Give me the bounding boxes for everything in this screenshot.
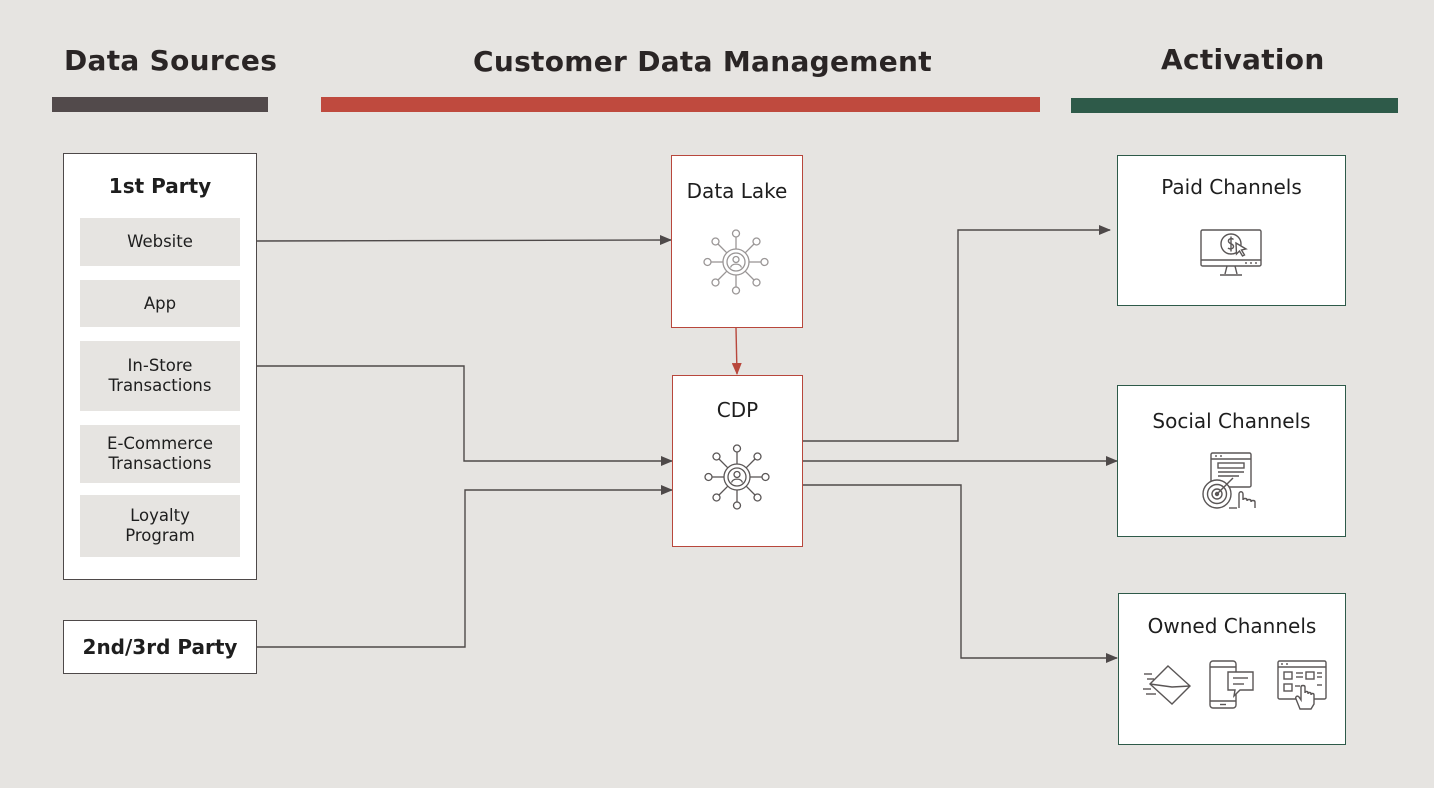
connector-cdp-to-paid [803,225,1111,442]
activation-bar [1071,98,1398,113]
mobile-chat-icon [1209,660,1254,709]
owned-channels-box: Owned Channels [1118,593,1346,745]
social-channels-box: Social Channels [1117,385,1346,537]
owned-channels-title: Owned Channels [1147,614,1317,638]
data-sources-bar [52,97,268,112]
management-bar [321,97,1040,112]
first-party-title: 1st Party [108,174,212,198]
source-item-ecommerce-transactions: E-Commerce Transactions [80,425,240,483]
heading-activation: Activation [1161,43,1325,76]
source-item-loyalty-program: Loyalty Program [80,495,240,557]
data-lake-box: Data Lake [671,155,803,328]
paid-channels-box: Paid Channels [1117,155,1346,306]
source-item-app: App [80,280,240,327]
target-touch-icon [1202,452,1256,509]
heading-customer-data-management: Customer Data Management [473,45,932,78]
other-party-title: 2nd/3rd Party [82,635,238,659]
heading-data-sources: Data Sources [64,44,278,77]
source-item-website: Website [80,218,240,266]
connector-data-lake-to-cdp [731,327,742,375]
network-user-icon [703,229,769,295]
paid-channels-title: Paid Channels [1161,175,1302,199]
web-layout-click-icon [1277,660,1327,710]
connector-third-party-to-cdp [257,485,673,648]
connector-website-to-data-lake [256,235,672,246]
network-user-icon [704,444,770,510]
monitor-dollar-cursor-icon [1200,229,1262,276]
cdp-title: CDP [716,398,759,422]
connector-cdp-to-owned [803,484,1118,663]
social-channels-title: Social Channels [1152,409,1311,433]
data-lake-title: Data Lake [686,179,788,203]
other-party-box: 2nd/3rd Party [63,620,257,674]
email-send-icon [1143,665,1192,705]
connector-instore-to-cdp [257,365,673,466]
source-item-in-store-transactions: In-Store Transactions [80,341,240,411]
